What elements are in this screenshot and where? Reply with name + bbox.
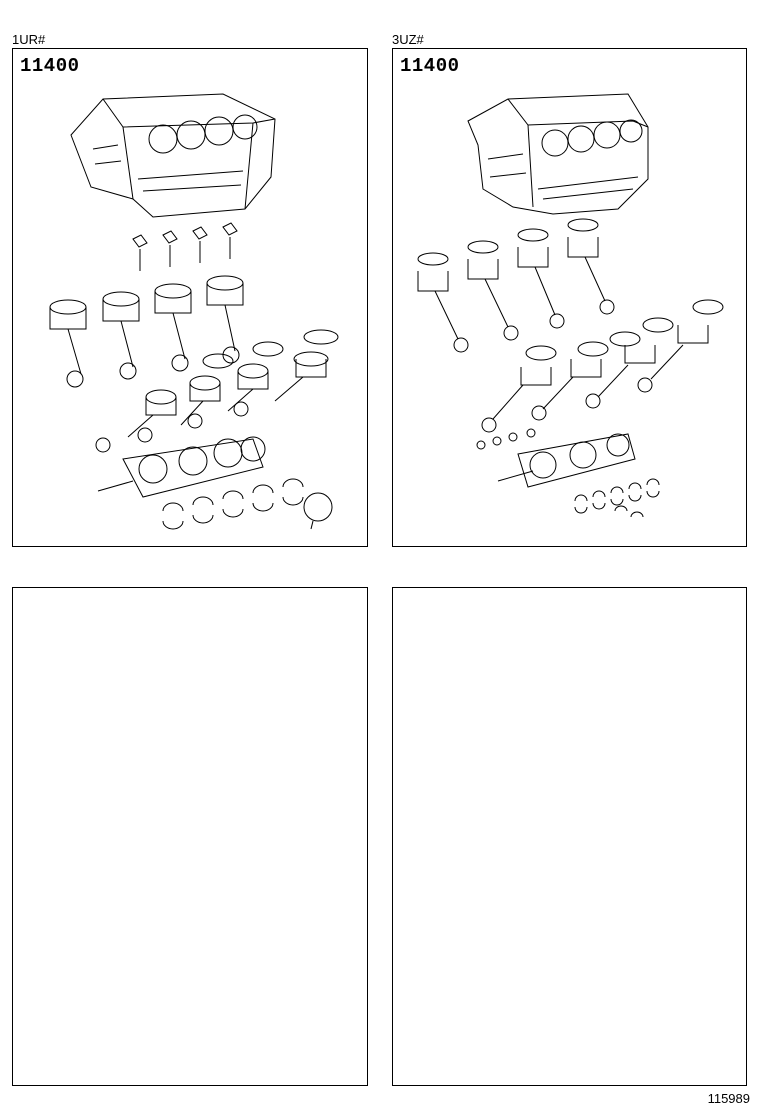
empty-parts-panel-3 [12,587,368,1086]
illustration-number: 115989 [707,1091,750,1106]
engine-label-1: 1UR# [12,32,46,47]
part-code: 11400 [400,55,460,77]
part-code: 11400 [20,55,80,77]
engine-label-2: 3UZ# [392,32,424,47]
engine-block-exploded-illustration [393,49,746,546]
engine-block-exploded-illustration [13,49,367,546]
empty-parts-panel-4 [392,587,747,1086]
parts-panel-3uz[interactable]: 11400 [392,48,747,547]
parts-panel-1ur[interactable]: 11400 [12,48,368,547]
